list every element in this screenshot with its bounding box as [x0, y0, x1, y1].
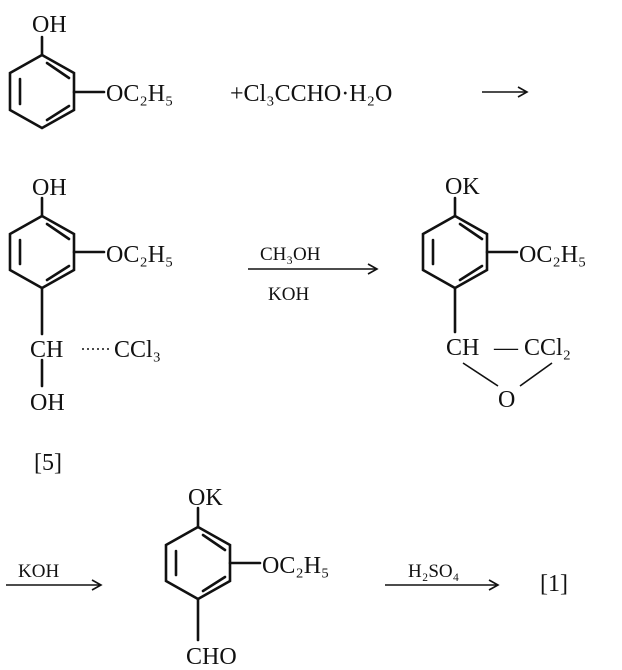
reaction-arrow-4: H₂SO₄ [385, 561, 500, 591]
reaction-arrow-2: CH₃OH KOH [248, 244, 379, 305]
product-label: [1] [540, 571, 568, 597]
benzene-ring-3 [421, 214, 489, 290]
reagent-koh: KOH [268, 284, 309, 305]
dichloro-carbon-label: CCl₂ [524, 335, 571, 361]
reagent-sulfuric-acid: H₂SO₄ [408, 561, 459, 582]
hydroxyl-label: OH [32, 175, 67, 201]
potassium-phenoxide-label: OK [188, 485, 223, 511]
epoxide-bond-right [519, 362, 553, 387]
epoxide-bond-left [462, 362, 499, 387]
benzene-ring-2 [8, 214, 76, 290]
aldehyde-label: CHO [186, 644, 237, 670]
reactant-ethoxyphenol: OH OC₂H₅ [8, 12, 173, 130]
ethoxy-label: OC₂H₅ [262, 553, 329, 579]
ch-label: CH [446, 335, 479, 361]
intermediate-5: OH OC₂H₅ CH CCl₃ OH [5] [8, 175, 173, 476]
hydroxyl-bottom-label: OH [30, 390, 65, 416]
benzene-ring-1 [8, 53, 76, 130]
ethoxy-label: OC₂H₅ [106, 242, 173, 268]
compound-number-label: [5] [34, 450, 62, 476]
epoxide-intermediate: OK OC₂H₅ CH — CCl₂ O [421, 174, 586, 413]
trichloromethyl-label: CCl₃ [114, 337, 161, 363]
aldehyde-intermediate: OK OC₂H₅ CHO [164, 485, 329, 670]
hydroxyl-label: OH [32, 12, 67, 38]
ethoxy-label: OC₂H₅ [106, 81, 173, 107]
reaction-arrow-1 [482, 86, 529, 98]
ch-label: CH [30, 337, 63, 363]
epoxide-oxygen-label: O [498, 387, 515, 413]
reagent-methanol: CH₃OH [260, 244, 321, 265]
chloral-hydrate-reagent: +Cl₃CCHO·H₂O [230, 81, 392, 107]
bond-dash: — [493, 335, 519, 361]
reaction-arrow-3: KOH [6, 561, 103, 591]
potassium-phenoxide-label: OK [445, 174, 480, 200]
ethoxy-label: OC₂H₅ [519, 242, 586, 268]
benzene-ring-4 [164, 525, 232, 601]
reagent-koh: KOH [18, 561, 59, 582]
